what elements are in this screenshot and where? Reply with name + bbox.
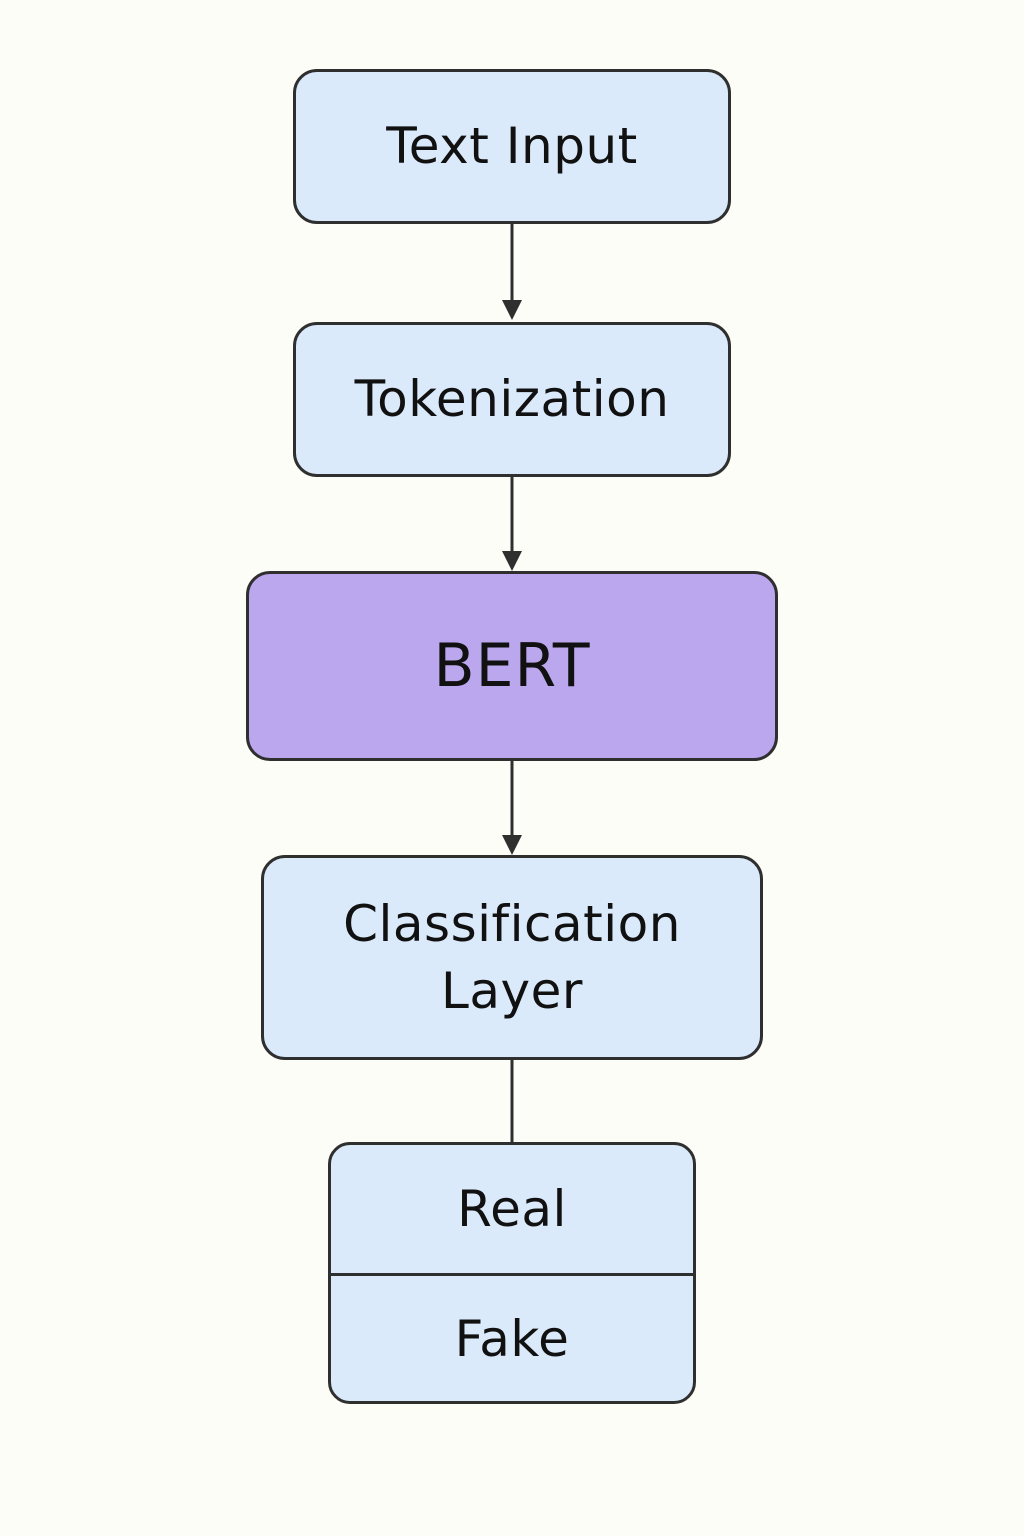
arrow-tokenization-to-bert <box>502 477 522 571</box>
arrow-bert-to-classification <box>502 761 522 855</box>
output-real-cell: Real <box>331 1145 693 1273</box>
text-input-node: Text Input <box>293 69 731 224</box>
bert-label: BERT <box>433 631 591 701</box>
output-fake-label: Fake <box>454 1309 570 1368</box>
text-input-label: Text Input <box>386 117 638 175</box>
classification-layer-label: Classification Layer <box>343 891 681 1025</box>
arrow-text-input-to-tokenization <box>502 224 522 320</box>
classification-label-line2: Layer <box>441 961 583 1020</box>
output-fake-cell: Fake <box>331 1273 693 1401</box>
bert-node: BERT <box>246 571 778 761</box>
tokenization-node: Tokenization <box>293 322 731 477</box>
classification-layer-node: Classification Layer <box>261 855 763 1060</box>
output-real-label: Real <box>457 1180 567 1238</box>
output-classes-node: Real Fake <box>328 1142 696 1404</box>
tokenization-label: Tokenization <box>354 370 670 428</box>
classification-label-line1: Classification <box>343 894 681 953</box>
